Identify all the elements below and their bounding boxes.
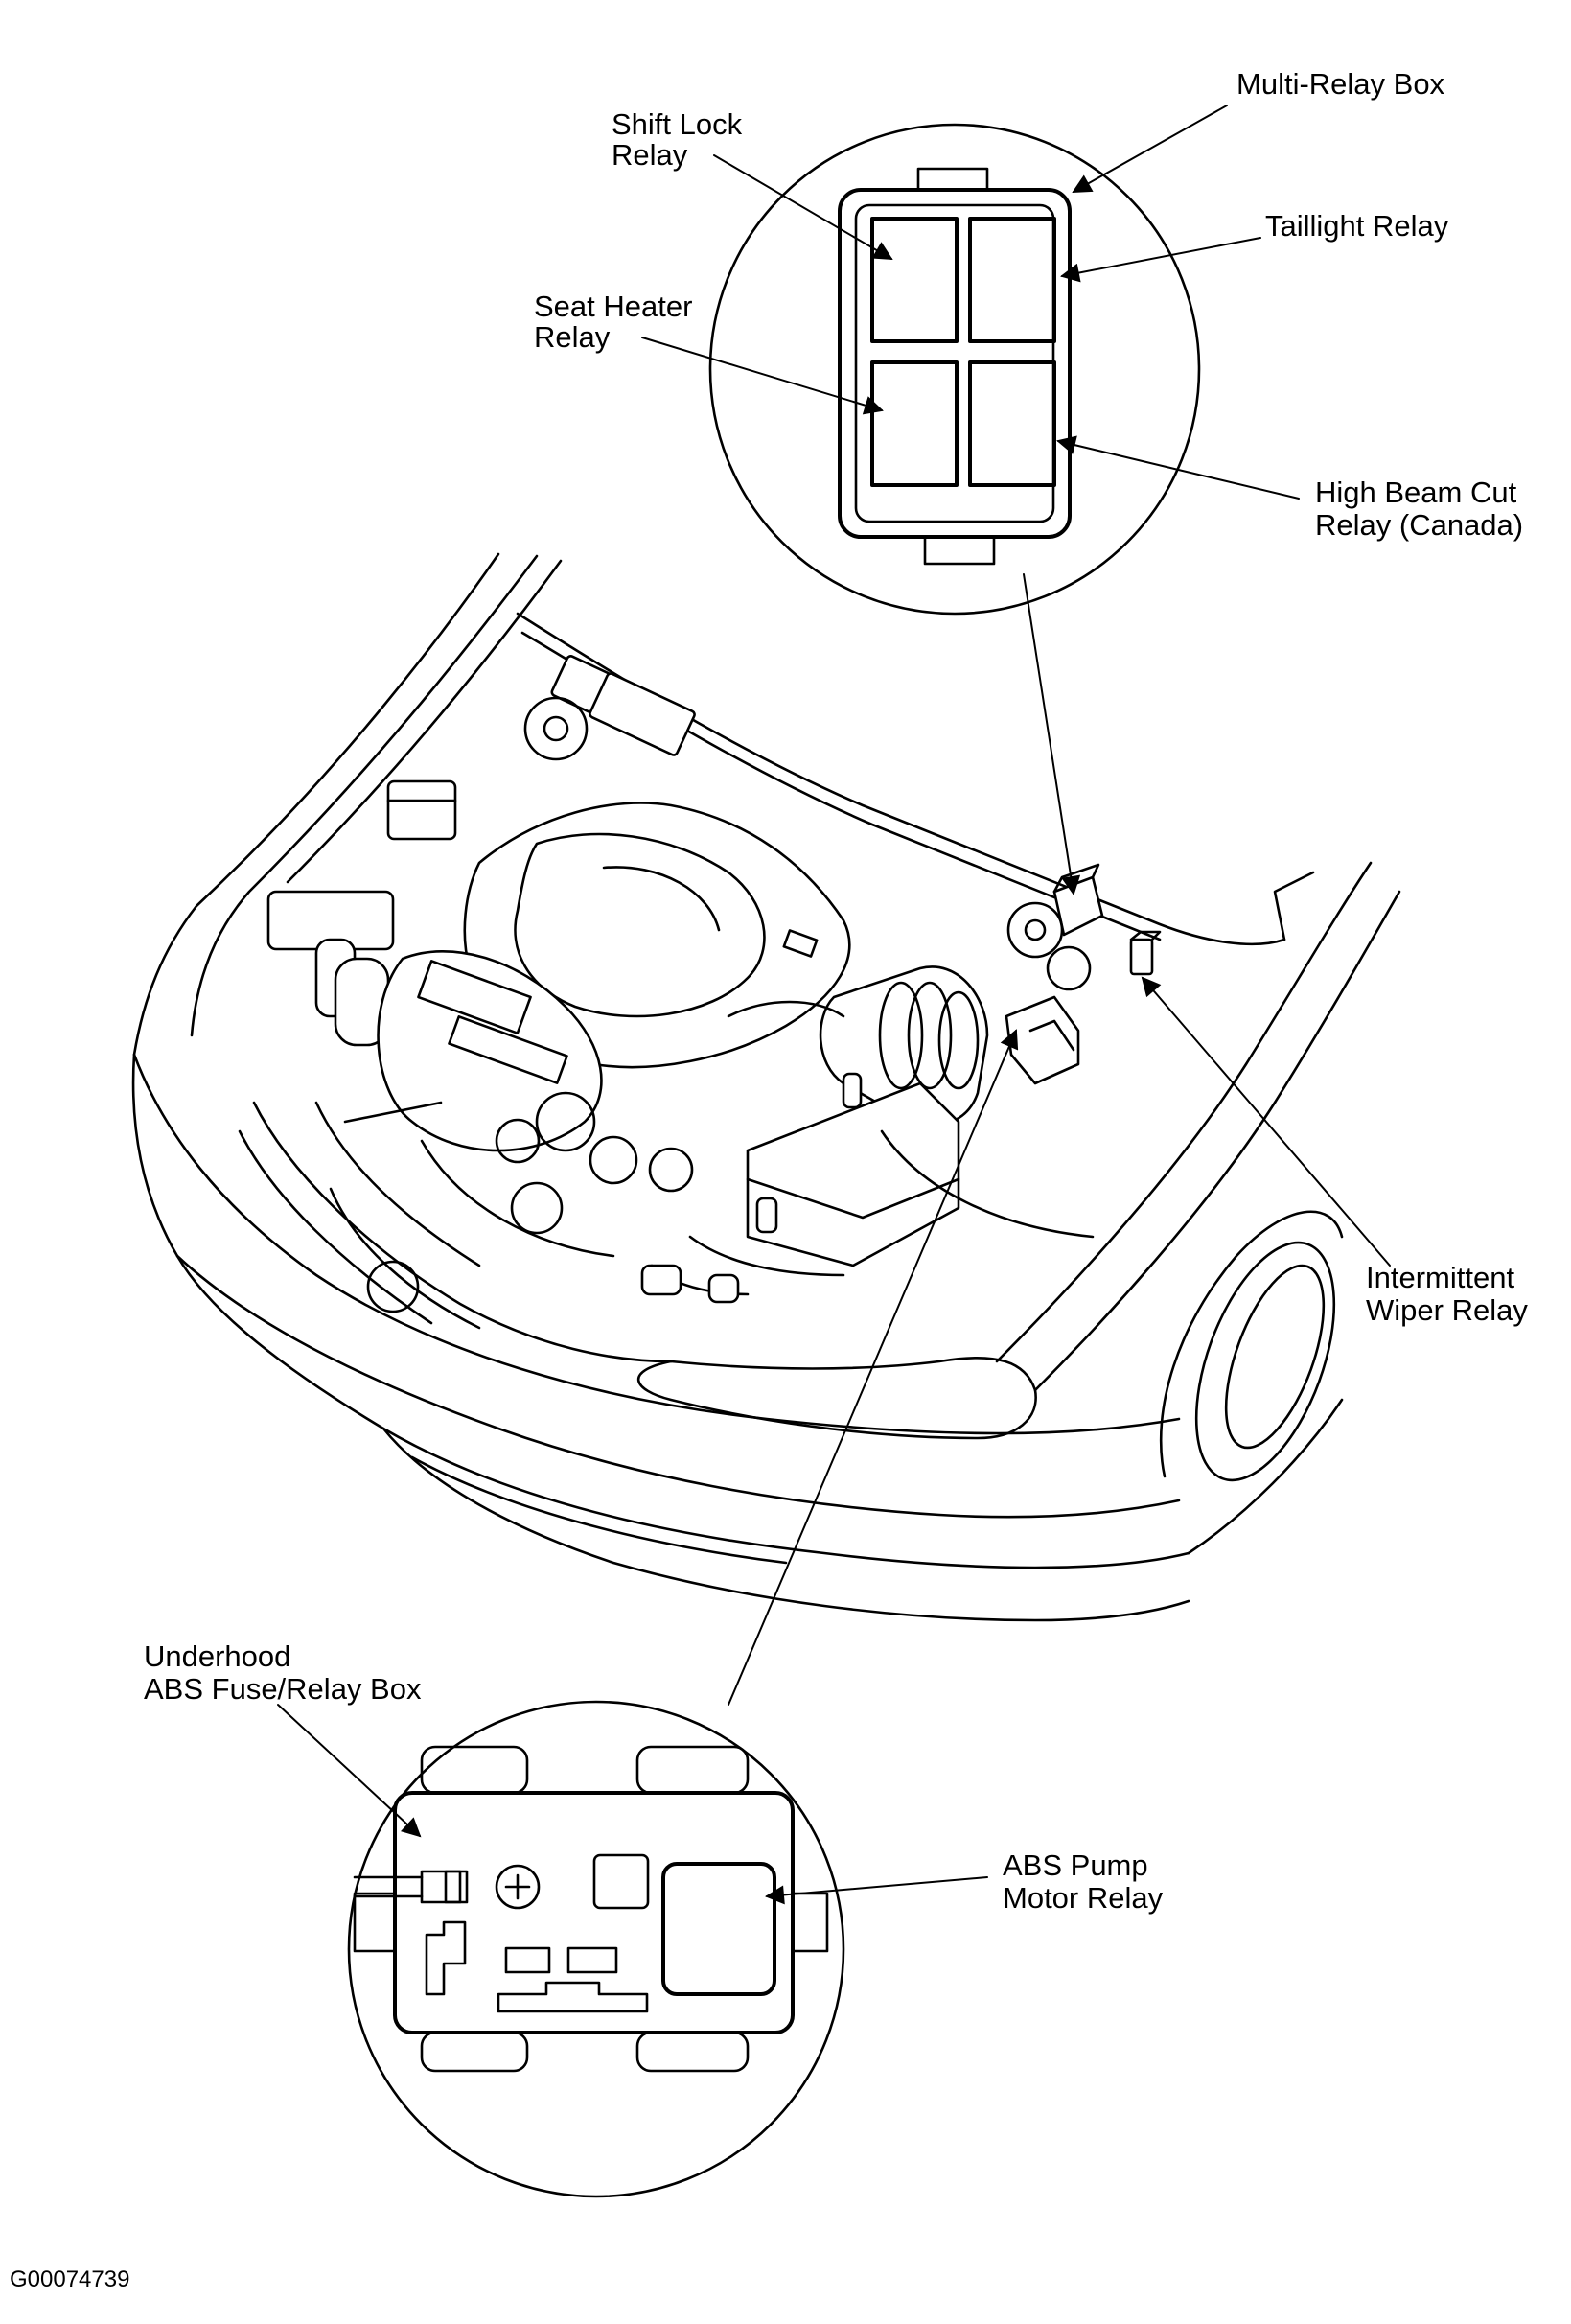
label-intermittent-wiper-relay-line2: Wiper Relay xyxy=(1366,1293,1528,1327)
figure-code: G00074739 xyxy=(10,2266,129,2292)
taillight-relay-slot xyxy=(968,217,1056,343)
label-abs-pump-motor-relay-line2: Motor Relay xyxy=(1003,1881,1164,1915)
abs-fuse-relay-box-detail xyxy=(347,1029,1019,2198)
label-shift-lock-relay-line1: Shift Lock xyxy=(612,107,743,141)
seat-heater-relay-slot xyxy=(870,360,959,487)
label-multi-relay-box: Multi-Relay Box xyxy=(1236,67,1445,101)
abs-pump-motor-relay-slot xyxy=(661,1862,776,1996)
labels: Multi-Relay Box Shift Lock Relay Taillig… xyxy=(10,67,1528,2292)
label-underhood-abs-box-line1: Underhood xyxy=(144,1639,290,1673)
label-seat-heater-relay-line2: Relay xyxy=(534,320,611,354)
label-intermittent-wiper-relay-line1: Intermittent xyxy=(1366,1261,1514,1294)
label-underhood-abs-box-line2: ABS Fuse/Relay Box xyxy=(144,1672,422,1706)
multi-relay-box-detail xyxy=(708,123,1201,895)
high-beam-cut-relay-slot xyxy=(968,360,1056,487)
label-high-beam-cut-relay-line1: High Beam Cut xyxy=(1315,476,1517,509)
leader-arrows xyxy=(277,105,1391,1905)
label-taillight-relay: Taillight Relay xyxy=(1265,209,1449,243)
label-high-beam-cut-relay-line2: Relay (Canada) xyxy=(1315,508,1523,542)
car-engine-bay-drawing xyxy=(131,552,1401,1622)
label-abs-pump-motor-relay-line1: ABS Pump xyxy=(1003,1848,1148,1882)
shift-lock-relay-slot xyxy=(870,217,959,343)
label-seat-heater-relay-line1: Seat Heater xyxy=(534,290,692,323)
label-shift-lock-relay-line2: Relay xyxy=(612,138,688,172)
